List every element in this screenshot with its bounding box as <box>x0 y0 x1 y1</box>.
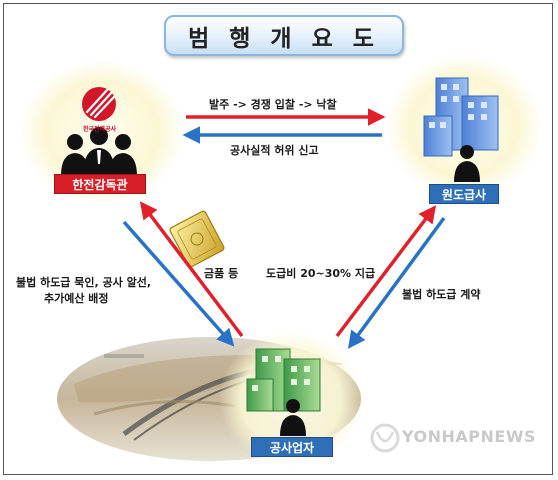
sub-contract-arrow <box>347 216 446 349</box>
kepco-node <box>20 60 184 204</box>
diagram-frame: 범 행 개 요 도 한국전력공사 한전감독관 원도급사 공사업자 발주 -> 경… <box>3 3 553 475</box>
false-report-label: 공사실적 허위 신고 <box>230 144 319 157</box>
contractor-node <box>386 55 542 199</box>
order-label: 발주 -> 경쟁 입찰 -> 낙찰 <box>209 98 337 111</box>
kepco-logo-text: 한국전력공사 <box>83 126 117 133</box>
bribe-arrow <box>139 201 244 338</box>
title-banner: 범 행 개 요 도 <box>164 15 404 56</box>
watermark: YONHAPNEWS <box>402 427 536 446</box>
payment-label: 도급비 20~30% 지급 <box>266 267 376 280</box>
gold-bar-icon <box>169 210 225 268</box>
people-group-icon <box>61 127 137 176</box>
building-icon <box>423 77 499 157</box>
person-icon <box>280 399 306 436</box>
person-icon <box>454 145 480 182</box>
payment-arrow <box>335 205 437 338</box>
illegal-request-arrow <box>122 220 235 347</box>
main-contractor-tag: 원도급사 <box>429 184 499 204</box>
illegal-request-label-line1: 불법 하도급 묵인, 공사 알선, <box>16 276 151 289</box>
bribe-label: 금품 등 <box>204 267 239 280</box>
diagram-canvas <box>20 55 542 467</box>
subcontractor-node <box>219 331 363 467</box>
watermark-text: YONHAPNEWS <box>402 427 536 446</box>
subcontractor-tag: 공사업자 <box>251 437 333 457</box>
kepco-logo-icon <box>82 87 116 121</box>
yonhap-logo-icon <box>370 423 400 453</box>
kepco-supervisor-tag: 한전감독관 <box>54 174 146 194</box>
building-icon <box>246 348 321 412</box>
illegal-request-label-line2: 추가예산 배정 <box>44 292 109 305</box>
sub-contract-label: 불법 하도급 계약 <box>402 288 481 301</box>
page-title: 범 행 개 요 도 <box>188 25 380 52</box>
